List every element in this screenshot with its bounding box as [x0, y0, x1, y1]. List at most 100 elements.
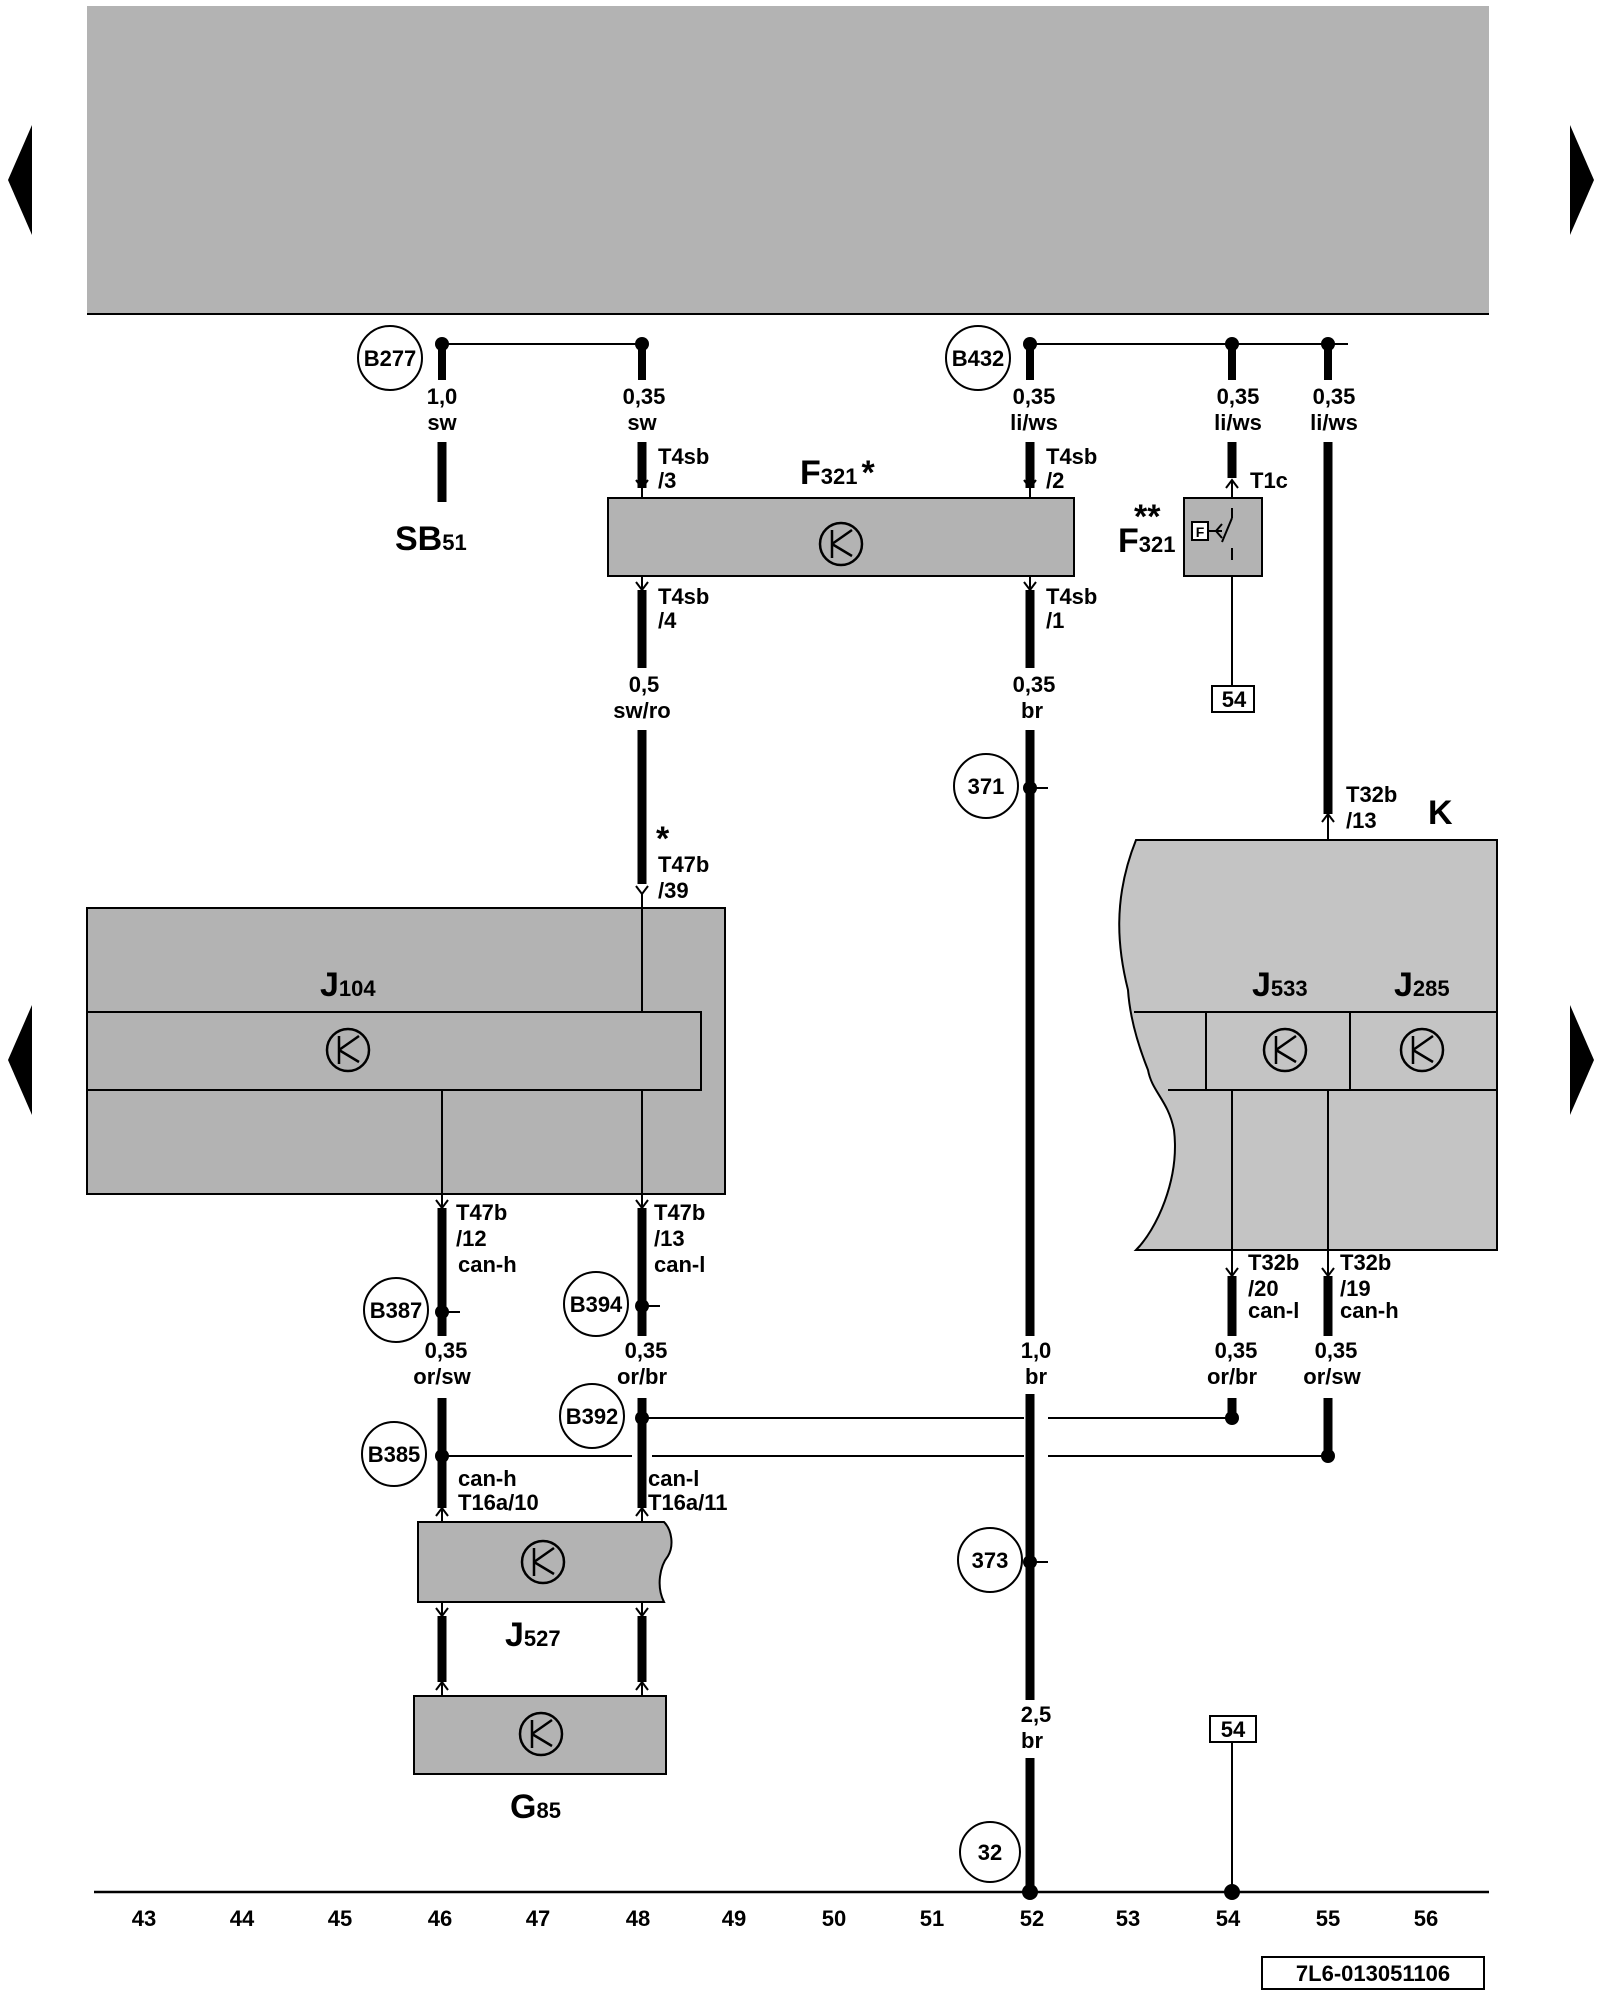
svg-text:51: 51 — [920, 1906, 944, 1931]
svg-text:B387: B387 — [370, 1298, 423, 1323]
svg-text:br: br — [1025, 1364, 1047, 1389]
svg-text:54: 54 — [1221, 1717, 1246, 1742]
svg-text:/20: /20 — [1248, 1276, 1279, 1301]
component-j285-label: J285 — [1394, 966, 1450, 1004]
svg-text:or/br: or/br — [1207, 1364, 1258, 1389]
component-sb51: SB51 — [395, 520, 467, 558]
svg-text:48: 48 — [626, 1906, 650, 1931]
component-j527-label: J527 — [505, 1616, 561, 1654]
svg-text:T32b: T32b — [1340, 1250, 1391, 1275]
terminal-54-upper — [1211, 685, 1255, 713]
control-unit-symbol-icon — [518, 1711, 564, 1757]
svg-text:T32b: T32b — [1248, 1250, 1299, 1275]
svg-text:0,5: 0,5 — [629, 672, 660, 697]
svg-text:56: 56 — [1414, 1906, 1438, 1931]
svg-text:B432: B432 — [952, 346, 1005, 371]
switch-icon: F — [1191, 508, 1233, 560]
svg-text:/3: /3 — [658, 468, 676, 493]
connector-b394: B394 — [563, 1271, 629, 1337]
svg-text:T4sb: T4sb — [1046, 584, 1097, 609]
svg-text:sw/ro: sw/ro — [613, 698, 670, 723]
svg-text:B385: B385 — [368, 1442, 421, 1467]
svg-text:/2: /2 — [1046, 468, 1064, 493]
svg-text:53: 53 — [1116, 1906, 1140, 1931]
component-g85-label: G85 — [510, 1788, 561, 1826]
svg-text:0,35: 0,35 — [1217, 384, 1260, 409]
svg-text:/1: /1 — [1046, 608, 1064, 633]
svg-text:T47b: T47b — [654, 1200, 705, 1225]
svg-text:373: 373 — [972, 1548, 1009, 1573]
control-unit-symbol-icon — [1399, 1027, 1445, 1073]
control-unit-symbol-icon — [520, 1539, 566, 1585]
svg-text:or/br: or/br — [617, 1364, 668, 1389]
connector-373: 373 — [957, 1527, 1023, 1593]
svg-text:F: F — [1196, 524, 1205, 540]
svg-text:T4sb: T4sb — [658, 444, 709, 469]
svg-text:1,0: 1,0 — [1021, 1338, 1052, 1363]
wire-color: sw — [427, 410, 457, 435]
svg-text:*: * — [656, 820, 670, 858]
svg-text:52: 52 — [1020, 1906, 1044, 1931]
svg-text:can-h: can-h — [458, 1252, 517, 1277]
svg-text:li/ws: li/ws — [1214, 410, 1262, 435]
svg-text:br: br — [1021, 698, 1043, 723]
svg-text:2,5: 2,5 — [1021, 1702, 1052, 1727]
svg-text:43: 43 — [132, 1906, 156, 1931]
reference-box — [1261, 1956, 1485, 1990]
control-unit-symbol-icon — [325, 1027, 371, 1073]
svg-text:55: 55 — [1316, 1906, 1340, 1931]
svg-text:0,35: 0,35 — [623, 384, 666, 409]
svg-text:**: ** — [1134, 498, 1161, 536]
svg-text:T4sb: T4sb — [658, 584, 709, 609]
component-k — [1118, 839, 1498, 1251]
connector-32: 32 — [959, 1821, 1021, 1883]
svg-text:0,35: 0,35 — [425, 1338, 468, 1363]
svg-text:45: 45 — [328, 1906, 352, 1931]
svg-text:47: 47 — [526, 1906, 550, 1931]
svg-text:/12: /12 — [456, 1226, 487, 1251]
control-unit-symbol-icon — [818, 521, 864, 567]
wire-size: 1,0 — [427, 384, 458, 409]
reference-number: 7L6-013051106 — [1296, 1961, 1450, 1986]
component-g85 — [413, 1695, 667, 1775]
svg-text:T4sb: T4sb — [1046, 444, 1097, 469]
component-j527 — [417, 1521, 673, 1603]
svg-text:T47b: T47b — [658, 852, 709, 877]
svg-text:can-l: can-l — [1248, 1298, 1299, 1323]
control-unit-symbol-icon — [1262, 1027, 1308, 1073]
svg-text:B394: B394 — [570, 1292, 623, 1317]
connector-b387: B387 — [363, 1277, 429, 1343]
component-j104-label: J104 — [320, 966, 376, 1004]
svg-text:B277: B277 — [364, 346, 417, 371]
svg-text:/4: /4 — [658, 608, 677, 633]
component-f321-label: F321* — [800, 454, 876, 492]
connector-371: 371 — [953, 753, 1019, 819]
svg-text:50: 50 — [822, 1906, 846, 1931]
svg-text:0,35: 0,35 — [1013, 672, 1056, 697]
svg-text:/13: /13 — [1346, 808, 1377, 833]
prev-page-arrow-middle[interactable] — [8, 1005, 32, 1115]
next-page-arrow-top[interactable] — [1570, 125, 1594, 235]
svg-text:0,35: 0,35 — [1215, 1338, 1258, 1363]
svg-text:T16a/11: T16a/11 — [648, 1490, 728, 1515]
svg-text:T16a/10: T16a/10 — [458, 1490, 539, 1515]
svg-text:T47b: T47b — [456, 1200, 507, 1225]
header-block — [87, 6, 1489, 314]
svg-text:0,35: 0,35 — [1313, 384, 1356, 409]
svg-text:can-h: can-h — [1340, 1298, 1399, 1323]
svg-text:54: 54 — [1222, 687, 1247, 712]
svg-text:44: 44 — [230, 1906, 255, 1931]
svg-text:/13: /13 — [654, 1226, 685, 1251]
svg-text:sw: sw — [627, 410, 657, 435]
svg-text:32: 32 — [978, 1840, 1002, 1865]
svg-text:0,35: 0,35 — [625, 1338, 668, 1363]
svg-text:371: 371 — [968, 774, 1005, 799]
svg-text:can-l: can-l — [654, 1252, 705, 1277]
next-page-arrow-middle[interactable] — [1570, 1005, 1594, 1115]
svg-text:54: 54 — [1216, 1906, 1241, 1931]
component-j533-label: J533 — [1252, 966, 1308, 1004]
svg-text:0,35: 0,35 — [1315, 1338, 1358, 1363]
grid-numbers: 43 44 45 46 47 48 49 50 51 52 53 54 55 5… — [132, 1906, 1438, 1931]
terminal-54-lower — [1209, 1715, 1257, 1743]
prev-page-arrow-top[interactable] — [8, 125, 32, 235]
